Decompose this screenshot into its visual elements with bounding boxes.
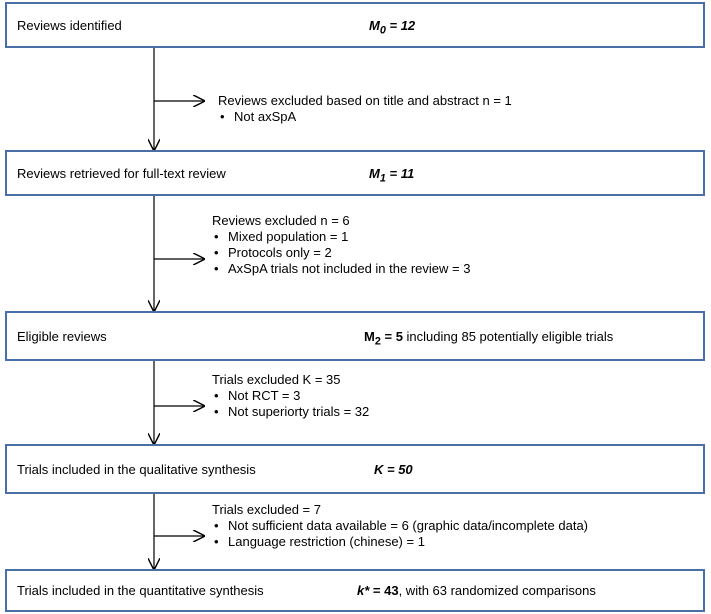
exclusion-item: Language restriction (chinese) = 1 <box>212 534 588 550</box>
box-label: Trials included in the qualitative synth… <box>17 462 256 477</box>
box-metric: M0 = 12 <box>369 18 416 37</box>
box-label: Trials included in the quantitative synt… <box>17 583 264 598</box>
exclusion-item: Mixed population = 1 <box>212 229 470 245</box>
box-reviews-identified: Reviews identified M0 = 12 <box>5 2 705 48</box>
exclusion-title: Reviews excluded based on title and abst… <box>218 93 512 108</box>
box-metric: M1 = 11 <box>369 166 415 185</box>
exclusion-item: Not axSpA <box>218 109 512 125</box>
exclusion-item: Protocols only = 2 <box>212 245 470 261</box>
exclusion-block-2: Reviews excluded n = 6 Mixed population … <box>212 213 470 277</box>
exclusion-block-4: Trials excluded = 7 Not sufficient data … <box>212 502 588 550</box>
exclusion-block-3: Trials excluded K = 35 Not RCT = 3 Not s… <box>212 372 369 420</box>
exclusion-item: Not sufficient data available = 6 (graph… <box>212 518 588 534</box>
exclusion-item: Not superiorty trials = 32 <box>212 404 369 420</box>
box-metric: M2 = 5 including 85 potentially eligible… <box>364 329 614 348</box>
exclusion-title: Reviews excluded n = 6 <box>212 213 350 228</box>
box-label: Eligible reviews <box>17 329 107 344</box>
box-reviews-retrieved: Reviews retrieved for full-text review M… <box>5 150 705 196</box>
exclusion-block-1: Reviews excluded based on title and abst… <box>218 93 512 125</box>
exclusion-title: Trials excluded K = 35 <box>212 372 341 387</box>
exclusion-item: Not RCT = 3 <box>212 388 369 404</box>
box-quantitative-synthesis: Trials included in the quantitative synt… <box>5 569 705 612</box>
box-qualitative-synthesis: Trials included in the qualitative synth… <box>5 444 705 494</box>
exclusion-title: Trials excluded = 7 <box>212 502 321 517</box>
exclusion-item: AxSpA trials not included in the review … <box>212 261 470 277</box>
box-label: Reviews retrieved for full-text review <box>17 166 226 181</box>
box-metric: K = 50 <box>374 462 413 477</box>
box-eligible-reviews: Eligible reviews M2 = 5 including 85 pot… <box>5 311 705 361</box>
box-label: Reviews identified <box>17 18 122 33</box>
box-metric: k* = 43, with 63 randomized comparisons <box>357 583 596 598</box>
